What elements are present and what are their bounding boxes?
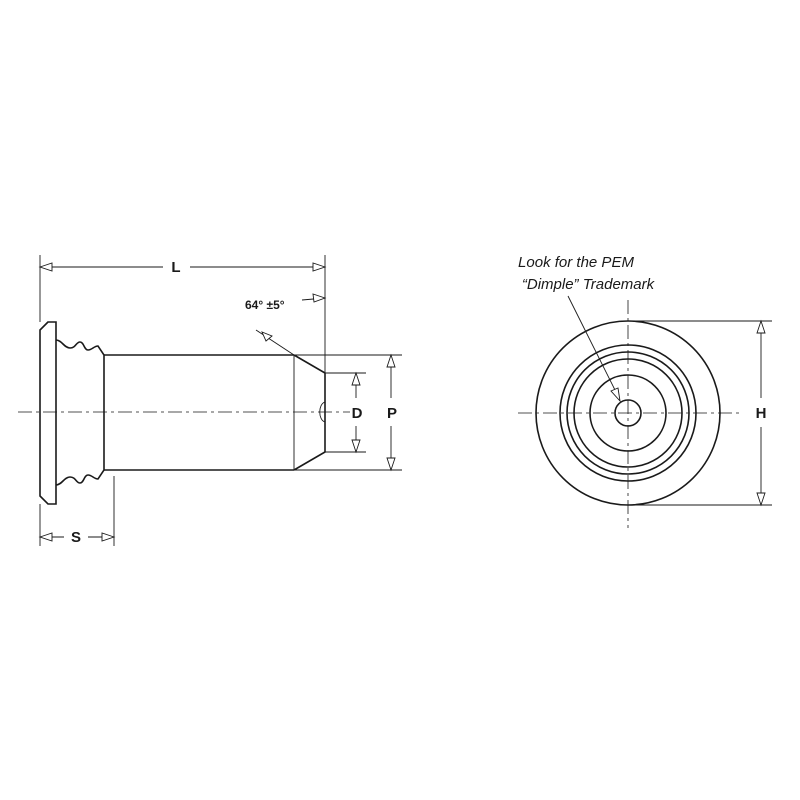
- tip-dimple: [319, 401, 326, 423]
- angle-label: 64° ±5°: [245, 298, 285, 312]
- dimple-circle: [614, 399, 642, 427]
- side-view: L 64° ±5° D P S: [18, 255, 402, 546]
- angle-arrow-lower: [261, 331, 273, 342]
- l-arrow-left: [38, 262, 53, 272]
- chamfered-tip: [293, 354, 326, 471]
- angle-leader: [255, 329, 295, 356]
- shank-label: S: [71, 529, 81, 546]
- s-arrow-left: [38, 532, 53, 542]
- dimple-leader: [567, 295, 619, 397]
- diameter-label: D: [352, 405, 363, 422]
- dimple-arrow: [610, 387, 621, 403]
- end-view: Look for the PEM “Dimple” Trademark H: [518, 254, 772, 528]
- note-line-2: “Dimple” Trademark: [522, 276, 656, 293]
- l-arrow-right: [312, 262, 327, 272]
- s-arrow-right: [101, 532, 116, 542]
- head-flange: [39, 321, 57, 505]
- note-line-1: Look for the PEM: [518, 254, 634, 271]
- pilot-circle: [589, 374, 667, 452]
- p-arrow-top: [386, 353, 396, 368]
- serration-inner-circle: [566, 351, 690, 475]
- angle-arrow: [312, 293, 327, 303]
- length-label: L: [171, 259, 180, 276]
- shank-circle: [573, 358, 683, 468]
- pilot-label: P: [387, 405, 397, 422]
- d-arrow-bottom: [351, 439, 361, 454]
- h-arrow-top: [756, 319, 766, 334]
- d-arrow-top: [351, 371, 361, 386]
- p-arrow-bottom: [386, 457, 396, 472]
- head-label: H: [756, 405, 767, 422]
- h-arrow-bottom: [756, 492, 766, 507]
- serration-outer-circle: [559, 344, 697, 482]
- serrated-collar: [55, 339, 105, 486]
